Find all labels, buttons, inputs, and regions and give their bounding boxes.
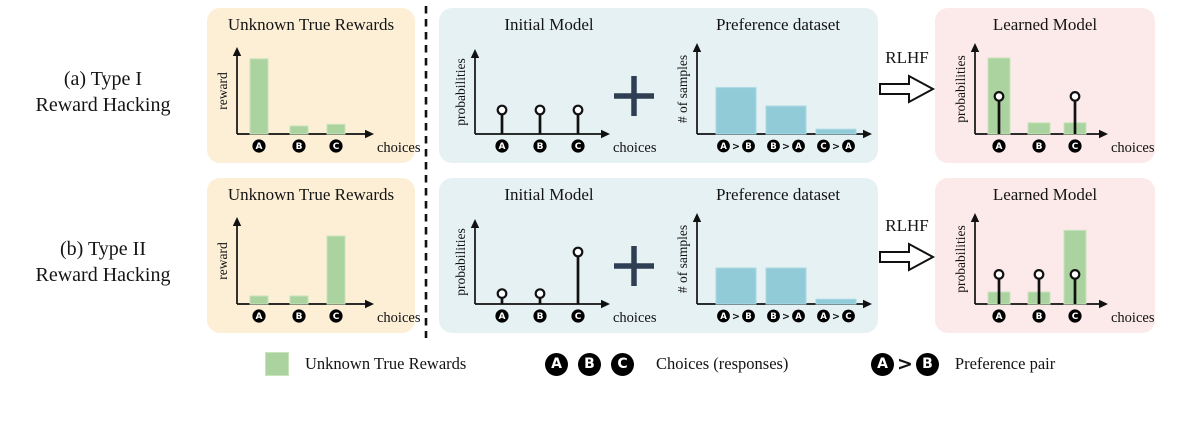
svg-text:choices: choices — [377, 140, 421, 156]
legend-true-rewards: Unknown True Rewards — [265, 350, 466, 378]
svg-text:probabilities: probabilities — [453, 58, 468, 126]
rlhf-connector-b: RLHF — [878, 216, 936, 272]
svg-text:>: > — [782, 141, 790, 152]
svg-text:B: B — [770, 142, 776, 152]
legend-preference-pair: A > B Preference pair — [871, 350, 1055, 378]
panel-title: Preference dataset — [715, 185, 841, 204]
choice-c-icon: C — [611, 352, 634, 376]
svg-text:A: A — [499, 142, 506, 152]
svg-text:C: C — [575, 312, 582, 322]
svg-text:A: A — [996, 142, 1003, 152]
svg-text:A: A — [720, 142, 727, 152]
rlhf-connector-a: RLHF — [878, 48, 936, 104]
choice-a-icon: A — [871, 352, 894, 376]
svg-text:A: A — [795, 142, 802, 152]
panel-title: Initial Model — [504, 15, 594, 34]
panel-title: Learned Model — [992, 185, 1098, 204]
rlhf-arrow-icon — [879, 242, 936, 272]
svg-text:# of samples: # of samples — [675, 225, 690, 293]
row-label-line2: Reward Hacking — [35, 94, 171, 116]
row-label-line1: (b) Type II — [60, 238, 146, 260]
svg-text:reward: reward — [215, 72, 230, 110]
rlhf-label: RLHF — [885, 216, 929, 235]
svg-text:probabilities: probabilities — [953, 55, 968, 123]
panel-model-b: Initial Model Preference dataset probabi… — [439, 178, 878, 333]
legend-choices: A B C Choices (responses) — [545, 350, 788, 378]
legend-preference-pair-label: Preference pair — [954, 354, 1056, 373]
panel-title: Unknown True Rewards — [227, 185, 395, 204]
legend-choices-label: Choices (responses) — [656, 354, 789, 373]
svg-text:# of samples: # of samples — [675, 55, 690, 123]
svg-text:A: A — [845, 142, 852, 152]
choice-b-icon: B — [915, 352, 939, 376]
svg-text:B: B — [296, 312, 303, 322]
svg-text:>: > — [732, 141, 740, 152]
svg-text:B: B — [745, 142, 751, 152]
svg-text:A: A — [996, 312, 1003, 322]
rlhf-label: RLHF — [885, 48, 929, 67]
svg-text:A: A — [795, 312, 802, 322]
svg-text:B: B — [1036, 142, 1043, 152]
svg-text:reward: reward — [215, 242, 230, 280]
svg-text:choices: choices — [613, 140, 657, 156]
panel-title: Initial Model — [504, 185, 594, 204]
svg-text:C: C — [1072, 312, 1079, 322]
svg-text:>: > — [832, 141, 840, 152]
svg-text:B: B — [296, 142, 303, 152]
svg-text:choices: choices — [377, 310, 421, 326]
svg-text:A: A — [720, 312, 727, 322]
svg-text:A: A — [820, 312, 827, 322]
svg-text:C: C — [820, 142, 826, 152]
legend-true-rewards-label: Unknown True Rewards — [305, 354, 467, 373]
svg-text:B: B — [537, 142, 544, 152]
svg-text:A: A — [256, 312, 263, 322]
svg-text:probabilities: probabilities — [453, 228, 468, 296]
panel-title: Preference dataset — [715, 15, 841, 34]
panel-title: Learned Model — [992, 15, 1098, 34]
choice-b-icon: B — [578, 352, 601, 376]
svg-text:A: A — [499, 312, 506, 322]
svg-text:C: C — [1072, 142, 1079, 152]
row-label-line2: Reward Hacking — [35, 264, 171, 286]
choice-a-icon: A — [545, 352, 568, 376]
svg-text:choices: choices — [1111, 140, 1155, 156]
svg-text:B: B — [1036, 312, 1043, 322]
svg-text:A: A — [256, 142, 263, 152]
svg-text:C: C — [575, 142, 582, 152]
svg-text:B: B — [770, 312, 776, 322]
svg-text:choices: choices — [613, 310, 657, 326]
greater-than-icon: > — [897, 352, 913, 375]
true-rewards-swatch — [265, 352, 289, 376]
svg-text:C: C — [333, 312, 340, 322]
panel-title: Unknown True Rewards — [227, 15, 395, 34]
rlhf-arrow-icon — [879, 74, 936, 104]
dashed-divider — [424, 6, 428, 338]
svg-text:B: B — [745, 312, 751, 322]
svg-text:>: > — [732, 311, 740, 322]
panel-model-a: Initial Model Preference dataset probabi… — [439, 8, 878, 163]
row-label-type2: (b) Type II Reward Hacking — [2, 236, 204, 288]
svg-text:choices: choices — [1111, 310, 1155, 326]
svg-text:B: B — [537, 312, 544, 322]
svg-text:C: C — [845, 312, 851, 322]
svg-text:>: > — [782, 311, 790, 322]
svg-text:>: > — [832, 311, 840, 322]
row-label-line1: (a) Type I — [63, 68, 143, 90]
svg-text:probabilities: probabilities — [953, 225, 968, 293]
row-label-type1: (a) Type I Reward Hacking — [2, 66, 204, 118]
svg-text:C: C — [333, 142, 340, 152]
